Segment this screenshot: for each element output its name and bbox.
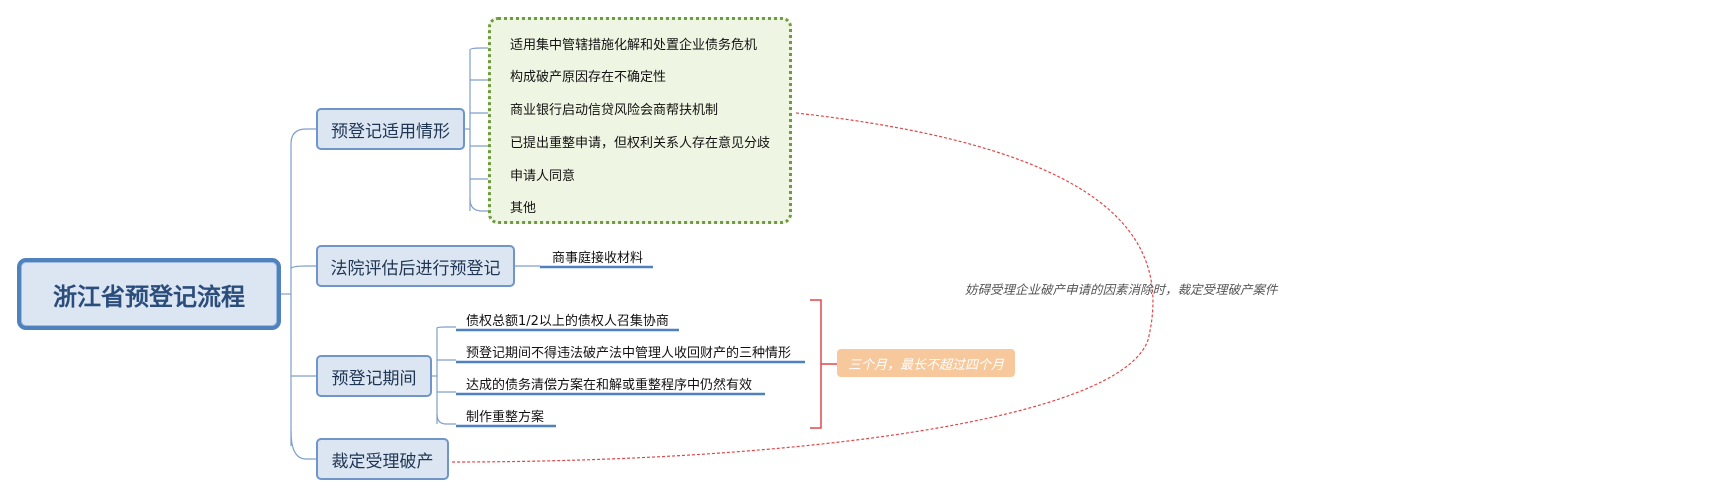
leaf-commercial-court-receives[interactable]: 商事庭接收材料 xyxy=(552,251,644,266)
root-connectors xyxy=(281,128,316,460)
branch-registration-period[interactable]: 预登记期间 xyxy=(316,355,432,397)
leaf-three-situations[interactable]: 预登记期间不得违法破产法中管理人收回财产的三种情形 xyxy=(466,346,792,361)
period-summary[interactable]: 三个月，最长不超过四个月 xyxy=(837,349,1015,377)
applicable-cases-boundary xyxy=(488,17,792,224)
leaf-centralized-jurisdiction[interactable]: 适用集中管辖措施化解和处置企业债务危机 xyxy=(510,38,758,53)
leaf-draft-reorganization[interactable]: 制作重整方案 xyxy=(466,410,545,425)
leaf-repayment-plan-valid[interactable]: 达成的债务清偿方案在和解或重整程序中仍然有效 xyxy=(466,378,753,393)
leaf-reorganization-dispute[interactable]: 已提出重整申请，但权利关系人存在意见分歧 xyxy=(510,136,771,151)
leaf-other[interactable]: 其他 xyxy=(510,201,537,216)
branch-applicable-cases[interactable]: 预登记适用情形 xyxy=(316,108,465,150)
branch1-connectors xyxy=(465,47,496,212)
root-topic[interactable]: 浙江省预登记流程 xyxy=(17,258,281,330)
leaf-bankruptcy-uncertainty[interactable]: 构成破产原因存在不确定性 xyxy=(510,70,667,85)
leaf-applicant-consent[interactable]: 申请人同意 xyxy=(510,169,576,184)
summary-bracket xyxy=(810,299,837,429)
relationship-line xyxy=(449,112,1154,463)
branch-ruling-acceptance[interactable]: 裁定受理破产 xyxy=(316,438,449,480)
leaf-creditors-meeting[interactable]: 债权总额1/2以上的债权人召集协商 xyxy=(466,314,669,329)
branch-court-assessment[interactable]: 法院评估后进行预登记 xyxy=(316,245,515,287)
relationship-label[interactable]: 妨碍受理企业破产申请的因素消除时，裁定受理破产案件 xyxy=(965,282,1278,297)
leaf-bank-credit-mechanism[interactable]: 商业银行启动信贷风险会商帮扶机制 xyxy=(510,103,719,118)
branch3-connectors xyxy=(432,326,456,425)
